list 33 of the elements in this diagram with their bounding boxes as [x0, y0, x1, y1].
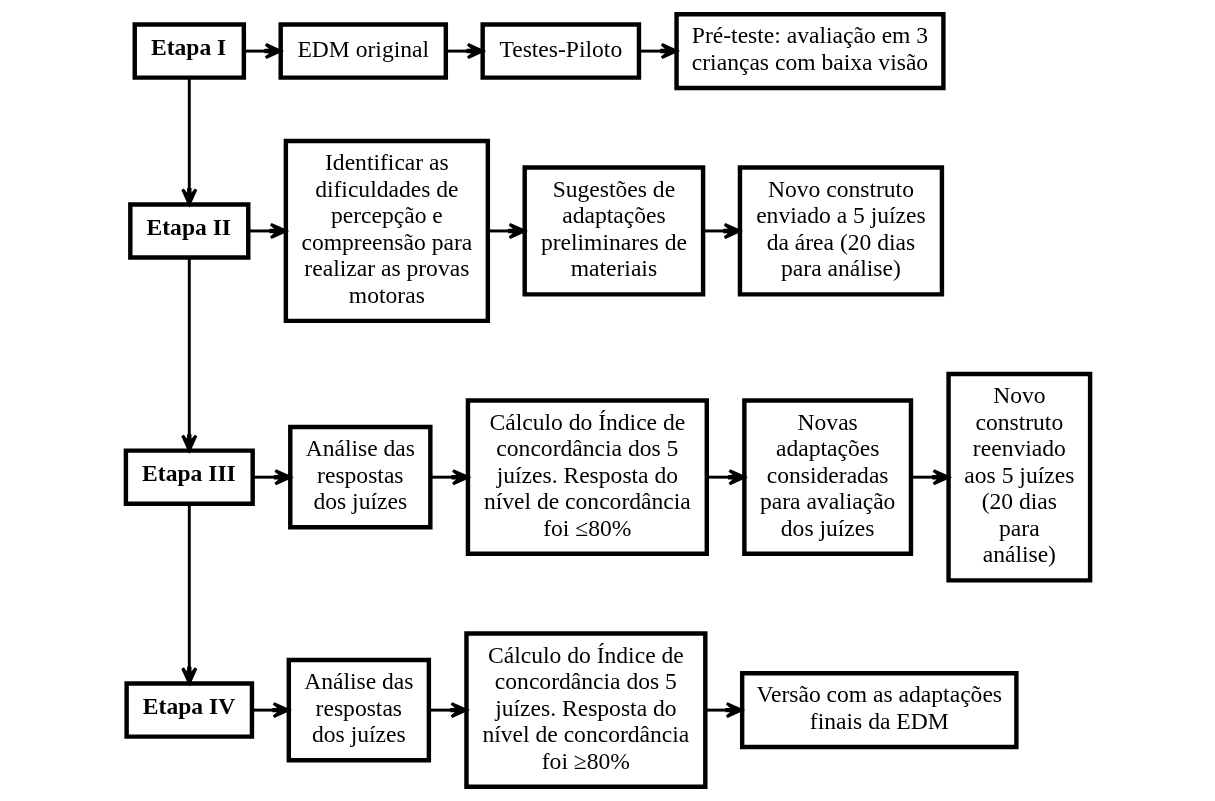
- arrow: [251, 702, 290, 719]
- node-box: Etapa I: [132, 22, 246, 80]
- arrow: [910, 469, 950, 486]
- node-box: Etapa II: [127, 202, 250, 260]
- node-box: Novo construto reenviado aos 5 juízes (20 dias para análise): [945, 371, 1092, 583]
- arrow: [445, 42, 484, 60]
- node-box: Novo construto enviado a 5 juízes da área (20 dias para análise): [737, 165, 944, 297]
- arrow: [703, 222, 741, 240]
- node-box: Pré-teste: avaliação em 3 crianças com baixa visão: [673, 12, 946, 91]
- arrow: [243, 42, 282, 60]
- arrow: [428, 702, 468, 719]
- node-box: Análise das respostas dos juízes: [286, 657, 431, 763]
- node-box: Novas adaptações consideradas para avaliação dos juízes: [741, 398, 913, 557]
- arrow: [487, 222, 526, 240]
- arrow: [180, 504, 197, 685]
- arrow: [247, 222, 287, 240]
- node-box: Identificar as dificuldades de percepção e compreensão para realizar as provas motoras: [283, 138, 490, 324]
- node-box: EDM original: [278, 22, 448, 80]
- node-box: Análise das respostas dos juízes: [287, 424, 433, 530]
- node-box: Etapa III: [123, 448, 255, 506]
- node-box: Cálculo do Índice de concordância dos 5 juízes. Resposta do nível de concordância foi ≤80%: [465, 398, 709, 557]
- arrow: [252, 469, 292, 486]
- node-box: Versão com as adaptações finais da EDM: [739, 671, 1019, 750]
- node-box: Testes-Piloto: [479, 22, 641, 80]
- arrow: [638, 42, 678, 60]
- node-box: Etapa IV: [123, 681, 254, 739]
- arrow: [429, 469, 469, 486]
- arrow: [180, 257, 197, 452]
- arrow: [705, 702, 743, 719]
- node-box: Sugestões de adaptações preliminares de materiais: [522, 165, 705, 297]
- arrow: [180, 77, 197, 206]
- node-box: Cálculo do Índice de concordância dos 5 juízes. Resposta do nível de concordância foi ≥80%: [463, 631, 707, 789]
- arrow: [706, 469, 746, 486]
